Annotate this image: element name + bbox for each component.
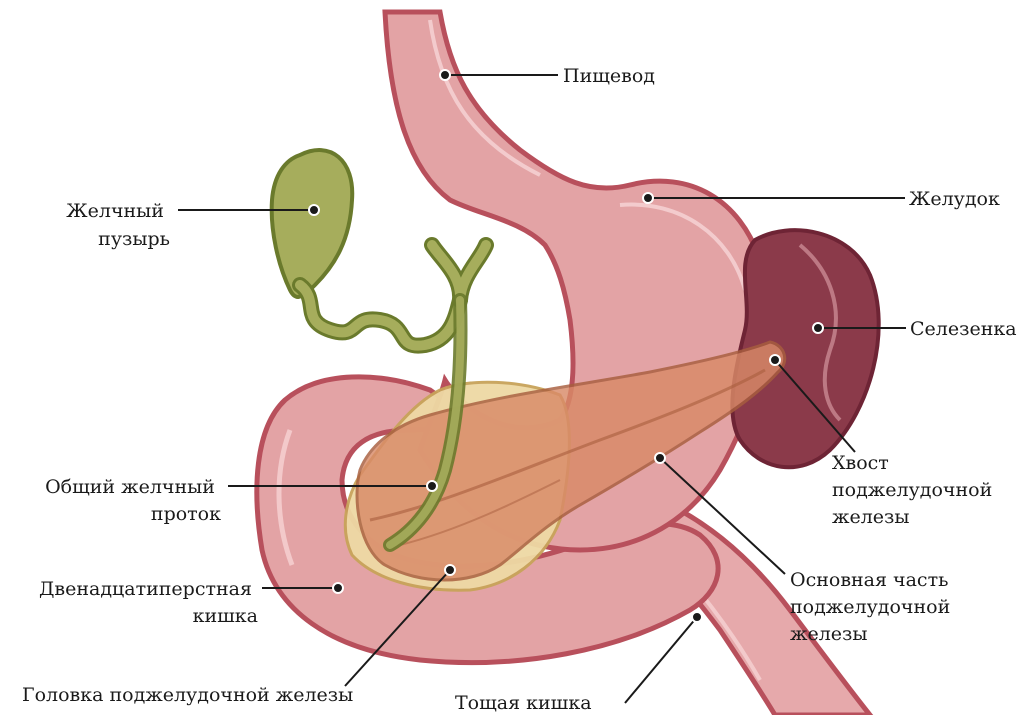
label-common-bile-duct: Общий желчный проток [45, 476, 221, 525]
label-stomach: Желудок [909, 188, 1000, 210]
label-pancreas-tail: Хвост поджелудочной железы [832, 452, 998, 528]
label-jejunum: Тощая кишка [455, 692, 592, 714]
label-gallbladder: Желчный пузырь [66, 200, 170, 250]
label-pancreas-body: Основная часть поджелудочной железы [790, 569, 956, 645]
label-duodenum: Двенадцатиперстная кишка [39, 578, 258, 627]
label-esophagus: Пищевод [563, 65, 655, 87]
label-spleen: Селезенка [910, 318, 1017, 340]
gallbladder-shape [272, 150, 353, 297]
label-pancreas-head: Головка поджелудочной железы [22, 684, 353, 706]
